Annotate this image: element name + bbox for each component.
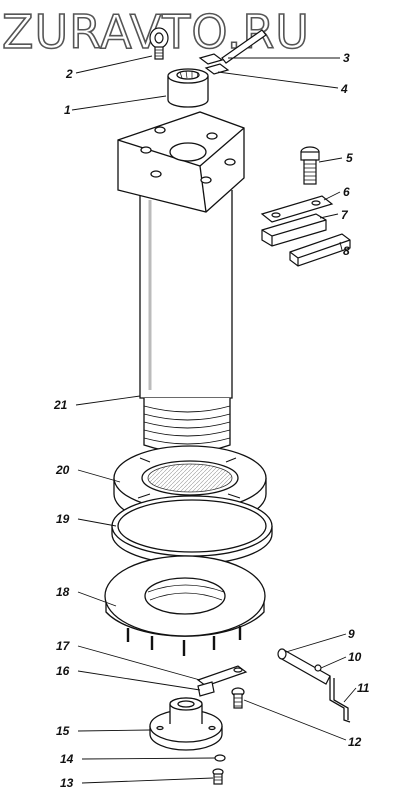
- callout-16: 16: [56, 664, 70, 678]
- callout-15: 15: [56, 724, 70, 738]
- callout-17: 17: [56, 639, 70, 653]
- callout-2: 2: [66, 67, 73, 81]
- part-18-nut: [104, 555, 266, 656]
- callout-10: 10: [348, 650, 362, 664]
- part-10-rivet: [314, 664, 322, 672]
- callout-13: 13: [60, 776, 74, 790]
- part-12-screw: [231, 687, 245, 709]
- callout-7: 7: [341, 208, 348, 222]
- callout-8: 8: [343, 244, 350, 258]
- callout-4: 4: [341, 82, 348, 96]
- part-1-bushing: [167, 68, 209, 108]
- callout-21: 21: [54, 398, 68, 412]
- part-5-bolt: [300, 146, 320, 185]
- callout-9: 9: [348, 627, 355, 641]
- callout-14: 14: [60, 752, 74, 766]
- callout-6: 6: [343, 185, 350, 199]
- callout-1: 1: [64, 103, 71, 117]
- part-16-washer: [197, 681, 215, 697]
- callout-3: 3: [343, 51, 350, 65]
- callout-12: 12: [348, 735, 362, 749]
- part-15-flange: [149, 697, 223, 751]
- part-19-ring: [111, 495, 273, 565]
- part-8-bar: [289, 233, 351, 267]
- part-3-pin: [221, 29, 267, 64]
- part-7-block: [261, 213, 327, 247]
- callout-19: 19: [56, 512, 70, 526]
- callout-5: 5: [346, 151, 353, 165]
- callout-18: 18: [56, 585, 70, 599]
- part-21-column: [117, 111, 245, 454]
- leader-lines: [71, 55, 357, 784]
- part-14-washer: [214, 754, 226, 762]
- part-9-lever: [277, 648, 331, 685]
- part-6-plate: [260, 195, 334, 223]
- part-11-bracket: [329, 676, 351, 723]
- callout-20: 20: [56, 463, 70, 477]
- callout-11: 11: [357, 681, 370, 695]
- part-2-eyebolt: [149, 27, 169, 60]
- part-17-plate: [196, 665, 248, 687]
- part-13-screw: [212, 768, 224, 785]
- part-4-key: [198, 53, 230, 75]
